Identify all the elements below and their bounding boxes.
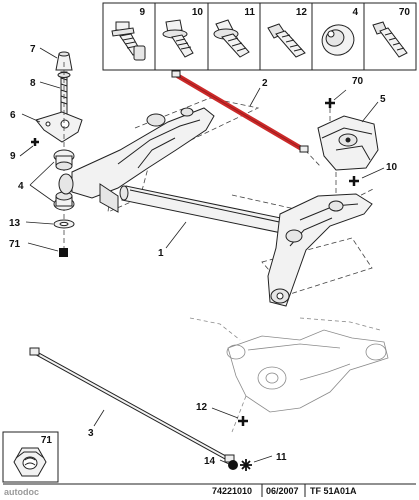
label-70: 70 <box>352 76 364 87</box>
hex-nut-icon <box>13 447 47 477</box>
part-6-bracket <box>35 111 83 143</box>
part-2-torsion-bar <box>171 70 309 153</box>
label-1: 1 <box>158 248 164 259</box>
star-marker-11 <box>240 459 252 471</box>
label-8: 8 <box>30 78 36 89</box>
cross-marker-12 <box>238 416 248 426</box>
label-3: 3 <box>88 428 94 439</box>
rubber-bush-icon <box>321 24 355 56</box>
header-part-number-10: 10 <box>192 7 204 18</box>
cross-marker-70 <box>325 98 335 108</box>
part-1-axle-tube <box>119 185 301 237</box>
header-part-number-70: 70 <box>399 7 411 18</box>
watermark: autodoc <box>4 487 39 497</box>
label-71: 71 <box>9 239 21 250</box>
header-part-number-12: 12 <box>296 7 308 18</box>
cross-marker-10 <box>349 176 359 186</box>
part-4-bush-upper <box>53 149 75 171</box>
label-11: 11 <box>276 452 287 463</box>
left-trailing-arm <box>58 107 215 213</box>
footer-bar: autodoc 74221010 06/2007 TF 51A01A <box>3 483 416 497</box>
screw-with-washer-icon <box>111 21 146 61</box>
part-14-nut <box>228 460 238 470</box>
part-13-washer <box>53 219 75 229</box>
cross-marker-9 <box>31 138 39 146</box>
label-10: 10 <box>386 162 398 173</box>
label-4: 4 <box>18 181 24 192</box>
footer-ref: TF 51A01A <box>310 486 357 496</box>
ghost-hub-assembly <box>189 317 389 433</box>
footer-date: 06/2007 <box>266 486 299 496</box>
footer-code: 74221010 <box>212 486 252 496</box>
square-marker-71 <box>59 248 68 257</box>
part-7-cap <box>55 51 73 71</box>
header-part-number-4: 4 <box>352 7 358 18</box>
part-5-rubber-mount <box>317 115 379 171</box>
header-parts-strip: 9 10 11 12 4 70 <box>102 2 417 71</box>
hex-bolt-icon <box>267 23 306 58</box>
label-2: 2 <box>262 78 268 89</box>
screw-with-flange-icon <box>162 19 194 58</box>
label-6: 6 <box>10 110 16 121</box>
detail-box-number: 71 <box>41 435 53 446</box>
label-5: 5 <box>380 94 386 105</box>
header-part-number-11: 11 <box>244 7 255 18</box>
flanged-bolt-icon <box>213 19 250 58</box>
label-13: 13 <box>9 218 21 229</box>
label-12: 12 <box>196 402 208 413</box>
label-7: 7 <box>30 44 36 55</box>
right-trailing-arm <box>267 193 373 307</box>
label-14: 14 <box>204 456 216 467</box>
label-9: 9 <box>10 151 16 162</box>
detail-box-71: 71 <box>2 431 59 483</box>
screw-icon <box>372 21 408 58</box>
part-4-bush-lower <box>53 191 75 211</box>
header-part-number-9: 9 <box>139 7 145 18</box>
